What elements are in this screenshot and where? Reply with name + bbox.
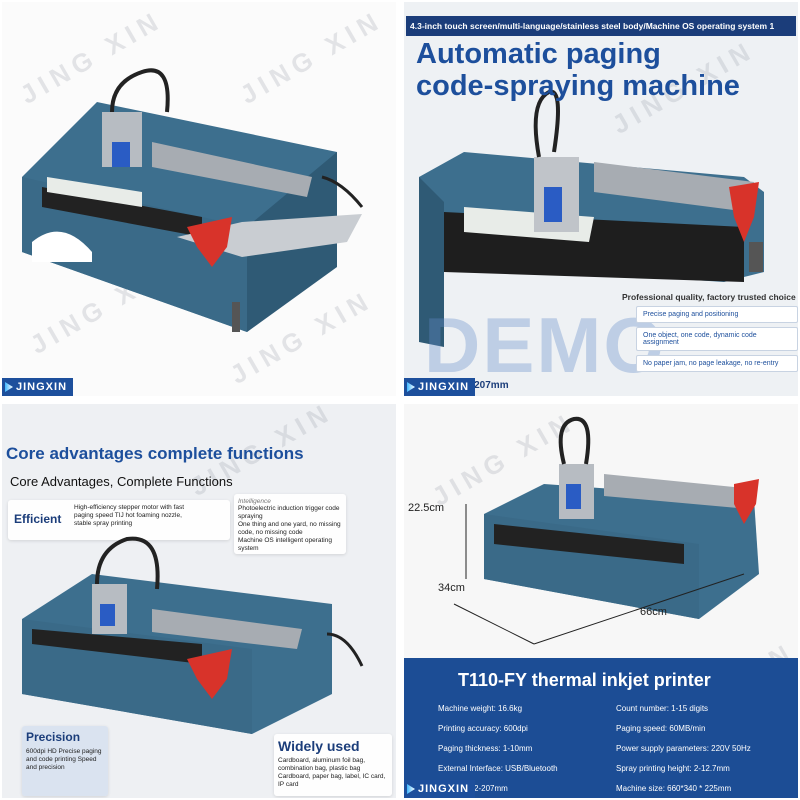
intelligence-desc: Photoelectric induction trigger code spr…: [238, 505, 340, 520]
title-line-1: Automatic paging: [416, 38, 661, 70]
title-line-2: code-spraying machine: [416, 70, 740, 102]
efficient-label: Efficient: [14, 512, 62, 526]
feature-banner: 4.3-inch touch screen/multi-language/sta…: [406, 16, 796, 36]
depth-dimension: 34cm: [438, 582, 465, 594]
product-image-1[interactable]: JING XIN JING XIN JING XIN JING XIN JING…: [2, 2, 396, 396]
intelligence-desc: Machine OS intelligent operating system: [238, 537, 332, 552]
spec-table: T110-FY thermal inkjet printer Machine w…: [404, 658, 798, 798]
brand-logo: JINGXIN: [404, 378, 476, 396]
efficient-card: Efficient High-efficiency stepper motor …: [8, 500, 230, 540]
quality-heading: Professional quality, factory trusted ch…: [622, 292, 796, 302]
spec-item: External Interface: USB/Bluetooth: [438, 764, 558, 773]
widely-desc: Cardboard, aluminum foil bag, combinatio…: [278, 757, 386, 788]
intelligence-card: Intelligence Photoelectric induction tri…: [234, 494, 346, 554]
brand-logo: JINGXIN: [404, 780, 476, 798]
machine-illustration: [419, 89, 764, 347]
spec-item: Power supply parameters: 220V 50Hz: [616, 744, 751, 753]
quality-item: No paper jam, no page leakage, no re-ent…: [636, 355, 798, 372]
spec-item: Spray printing height: 2-12.7mm: [616, 764, 730, 773]
widely-card: Widely used Cardboard, aluminum foil bag…: [274, 734, 392, 796]
quality-item: Precise paging and positioning: [636, 306, 798, 323]
product-image-2[interactable]: JING XIN 4.3-inch touch screen/multi-lan…: [404, 2, 798, 396]
spec-item: Machine weight: 16.6kg: [438, 704, 523, 713]
machine-illustration: [22, 536, 364, 734]
precision-desc: 600dpi HD Precise paging and code printi…: [26, 748, 102, 771]
spec-item: Machine size: 660*340 * 225mm: [616, 784, 732, 793]
spec-item: Count number: 1-15 digits: [616, 704, 709, 713]
section-subtitle: Core Advantages, Complete Functions: [10, 474, 233, 489]
spec-item: Paging speed: 60MB/min: [616, 724, 706, 733]
spec-item: Paging thickness: 1-10mm: [438, 744, 533, 753]
demo-watermark: DEMO: [424, 301, 666, 389]
product-title: Automatic paging code-spraying machine: [416, 38, 740, 102]
brand-logo: JINGXIN: [2, 378, 74, 396]
intelligence-desc: One thing and one yard, no missing code,…: [238, 521, 341, 536]
quality-box: Professional quality, factory trusted ch…: [622, 292, 798, 396]
height-dimension: 22.5cm: [408, 502, 445, 514]
product-image-4[interactable]: JING XIN JING XIN 22.5cm 34cm 66cm T110-…: [404, 404, 798, 798]
widely-label: Widely used: [278, 738, 360, 754]
machine-illustration: [22, 68, 364, 332]
quality-item: One object, one code, dynamic code assig…: [636, 327, 798, 351]
size-label: e: 82-207mm: [448, 380, 509, 391]
product-image-3[interactable]: JING XIN Core advantages complete functi…: [2, 404, 396, 798]
section-title: Core advantages complete functions: [6, 444, 304, 463]
precision-label: Precision: [26, 730, 81, 744]
efficient-desc: High-efficiency stepper motor with fast …: [74, 504, 185, 527]
intelligence-label: Intelligence: [238, 498, 271, 505]
width-dimension: 66cm: [640, 606, 667, 618]
precision-card: Precision 600dpi HD Precise paging and c…: [22, 726, 108, 796]
machine-illustration: [453, 416, 759, 645]
spec-item: Printing accuracy: 600dpi: [438, 724, 528, 733]
spec-title: T110-FY thermal inkjet printer: [458, 670, 711, 690]
